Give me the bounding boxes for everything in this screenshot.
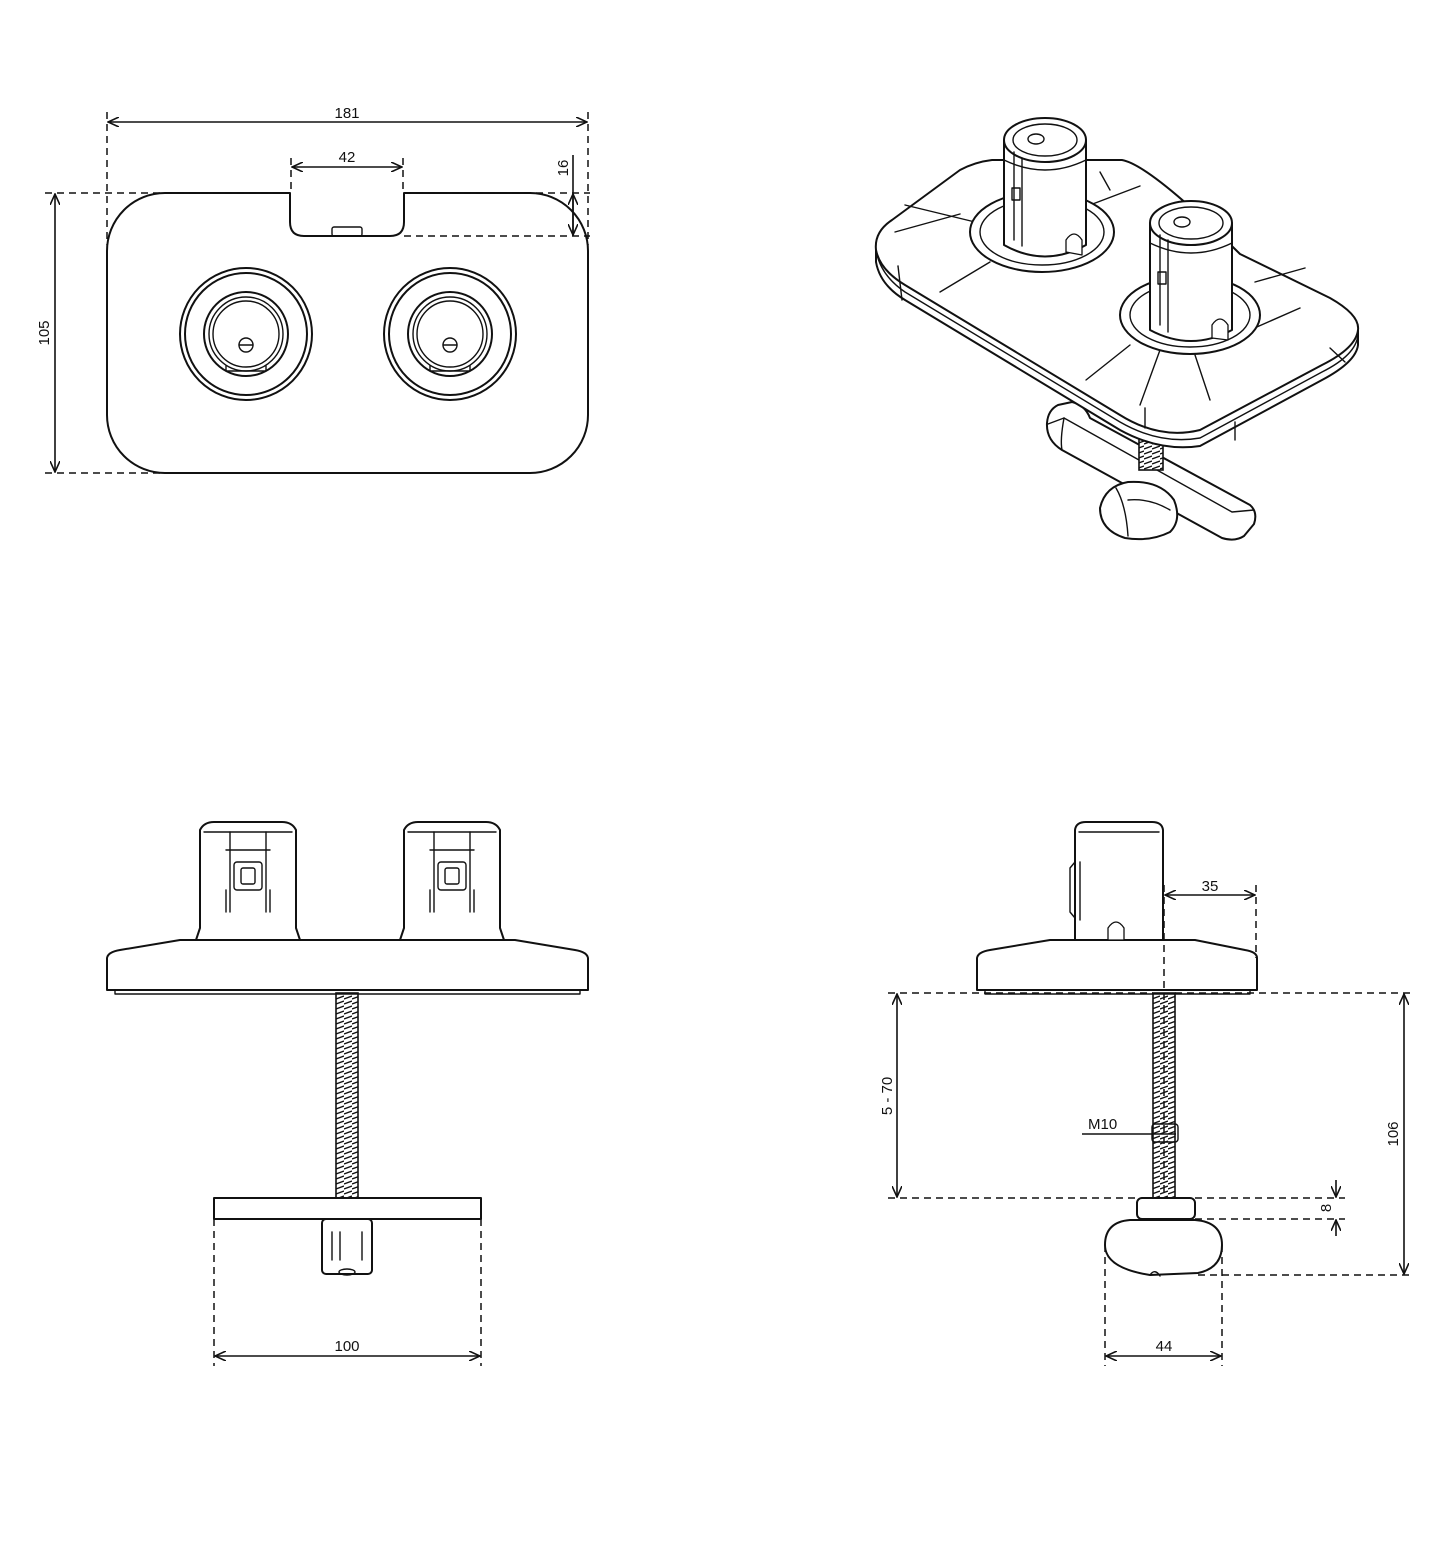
dimension-knob-width: 44 <box>1104 1245 1223 1366</box>
front-pole-left <box>195 821 301 941</box>
pole-socket-left <box>179 267 313 401</box>
pole-socket-right <box>383 267 517 401</box>
side-washer <box>1136 1197 1196 1220</box>
dimension-width-overall: 181 <box>106 105 589 245</box>
dimension-pole-offset: 35 <box>1163 878 1257 1198</box>
front-threaded-rod <box>335 992 359 1199</box>
slot-tab <box>331 226 363 237</box>
top-view: 181 42 16 105 <box>36 105 590 474</box>
dimension-total-height: 106 <box>1175 992 1412 1276</box>
dimension-knob-gap: 8 <box>1195 1180 1345 1236</box>
dimension-label-35: 35 <box>1202 878 1219 895</box>
dimension-label-181: 181 <box>334 105 359 122</box>
iso-edge-segments <box>875 171 1359 441</box>
side-view: 35 5 - 70 M10 8 106 <box>879 821 1412 1366</box>
dimension-label-8: 8 <box>1318 1204 1335 1212</box>
dimension-slot-depth: 16 <box>404 155 590 237</box>
dimension-label-105: 105 <box>36 320 53 345</box>
dimension-label-100: 100 <box>334 1338 359 1355</box>
thread-callout: M10 <box>1082 1116 1179 1143</box>
side-base-plate <box>976 939 1258 991</box>
isometric-view <box>874 117 1360 541</box>
base-plate-outline <box>106 192 589 474</box>
side-pole <box>1069 821 1164 941</box>
clamp-knob <box>1099 480 1179 541</box>
dimension-label-42: 42 <box>339 149 356 166</box>
dimension-height-overall: 105 <box>36 192 290 474</box>
front-base-plate <box>106 939 589 991</box>
front-clamp-plate <box>213 1197 482 1220</box>
dimension-clamp-plate-width: 100 <box>213 1219 482 1366</box>
iso-pole-left <box>1003 117 1087 258</box>
dimension-label-44: 44 <box>1156 1338 1173 1355</box>
dimension-label-106: 106 <box>1385 1121 1402 1146</box>
dimension-clamp-range: 5 - 70 <box>879 992 1153 1199</box>
side-knob <box>1104 1219 1223 1276</box>
front-view: 100 <box>106 821 589 1366</box>
front-nut <box>321 1218 373 1275</box>
dimension-label-5-70: 5 - 70 <box>879 1077 896 1115</box>
thread-label-m10: M10 <box>1088 1116 1117 1133</box>
dimension-slot-width: 42 <box>290 149 404 193</box>
iso-pole-right <box>1149 200 1233 342</box>
front-pole-right <box>399 821 505 941</box>
dimension-label-16: 16 <box>555 160 572 177</box>
